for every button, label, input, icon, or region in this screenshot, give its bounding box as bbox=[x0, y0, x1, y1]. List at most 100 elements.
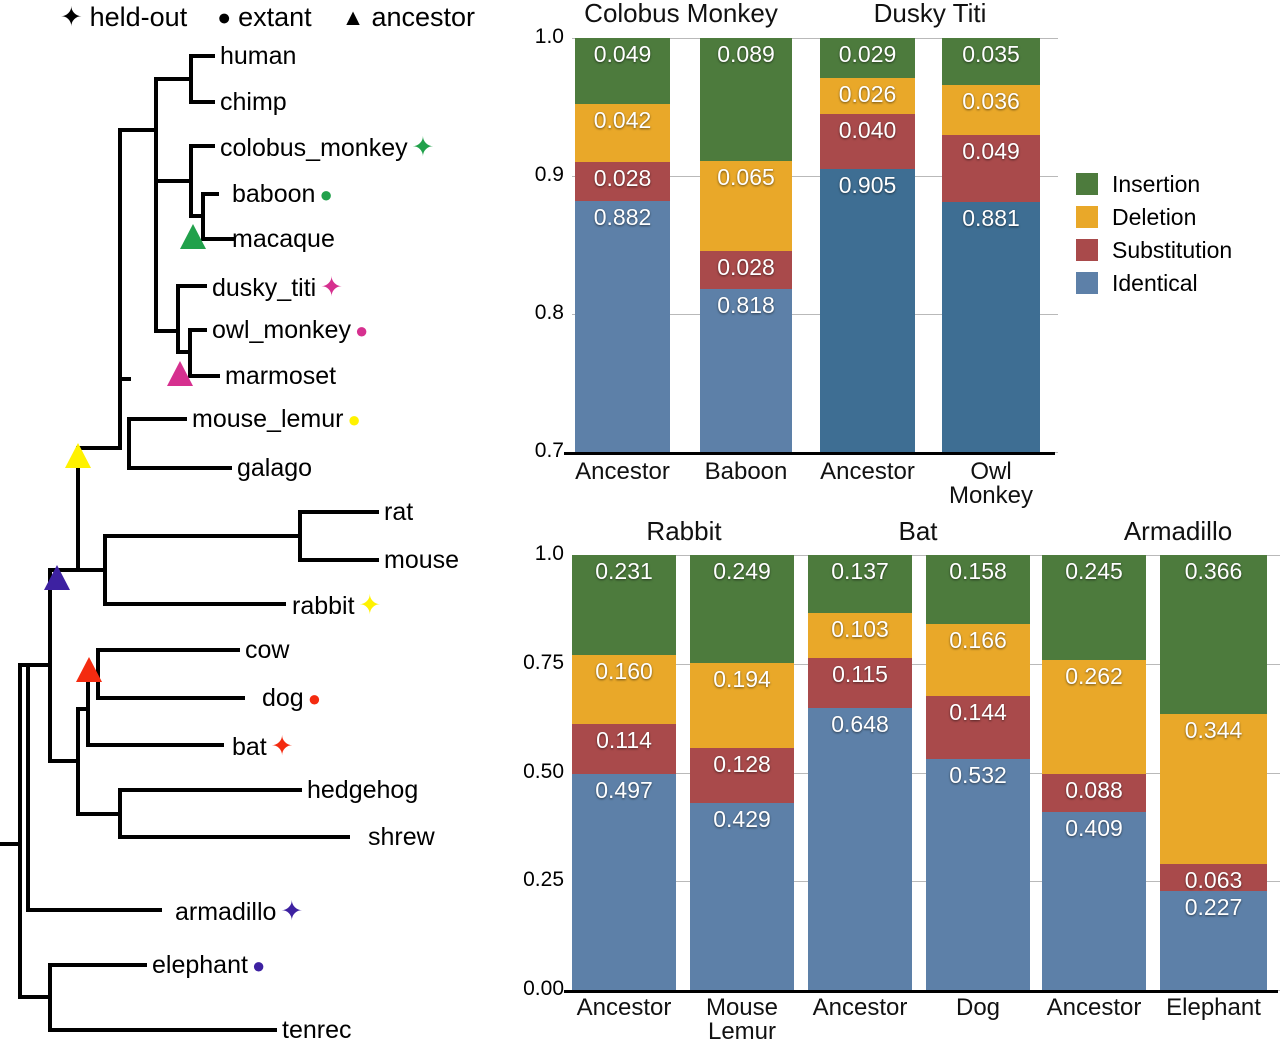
bar-segment-value: 0.158 bbox=[949, 558, 1007, 584]
bar-segment-value: 0.103 bbox=[831, 616, 889, 643]
extant-circle-icon: ● bbox=[354, 318, 369, 343]
tree-tip-label: marmoset bbox=[225, 362, 337, 390]
legend-label: Insertion bbox=[1112, 170, 1201, 197]
tree-tip-label: mouse bbox=[384, 546, 460, 574]
marker-legend-item-extant: ●extant bbox=[217, 2, 311, 33]
tree-tip-armadillo: armadillo✦ bbox=[175, 896, 303, 927]
bar-segment-insertion bbox=[1160, 555, 1267, 715]
bar-segment-substitution bbox=[572, 724, 676, 774]
tree-tip-label: galago bbox=[237, 454, 313, 482]
bar-segment-insertion bbox=[690, 555, 794, 664]
gridline bbox=[572, 314, 1058, 315]
tree-tip-label: hedgehog bbox=[307, 776, 419, 804]
bar-segment-substitution bbox=[700, 250, 792, 290]
bar-segment-deletion bbox=[575, 104, 670, 163]
bar-segment-identical bbox=[942, 202, 1040, 452]
bar-segment-insertion bbox=[700, 38, 792, 161]
bar-segment-value: 0.905 bbox=[838, 172, 897, 199]
tree-tip-chimp: chimp bbox=[220, 88, 287, 117]
held-out-star-icon: ✦ bbox=[411, 132, 435, 162]
bar-segment-identical bbox=[926, 758, 1030, 990]
extant-circle-icon: ● bbox=[251, 953, 266, 978]
tree-tip-label: dog bbox=[262, 684, 304, 712]
tree-tip-label: baboon bbox=[232, 180, 316, 208]
tree-tip-label: chimp bbox=[220, 88, 287, 116]
bar-segment-value: 0.063 bbox=[1184, 866, 1243, 893]
bar-segment-value: 0.049 bbox=[593, 41, 652, 67]
marker-legend-label: held-out bbox=[89, 1, 188, 32]
bar-segment-substitution bbox=[808, 658, 912, 709]
y-axis-tick-label: 0.25 bbox=[523, 868, 564, 892]
bar-segment-value: 0.035 bbox=[962, 41, 1020, 67]
x-axis-tick-label: Elephant bbox=[1166, 994, 1261, 1021]
bar-segment-value: 0.532 bbox=[949, 761, 1007, 788]
bar-segment-value: 0.029 bbox=[838, 41, 897, 67]
bar-segment-substitution bbox=[926, 695, 1030, 759]
tree-tip-label: colobus_monkey bbox=[220, 134, 408, 162]
x-axis-tick-label: Mouse Lemur bbox=[705, 994, 779, 1046]
ancestor-marker-bat bbox=[76, 657, 102, 682]
bar-segment-deletion bbox=[1042, 659, 1146, 774]
bar-segment-value: 0.065 bbox=[717, 163, 775, 190]
tree-tip-label: dusky_titi bbox=[212, 274, 317, 302]
bar-segment-insertion bbox=[1042, 555, 1146, 660]
x-axis-tick-label: Baboon bbox=[704, 458, 788, 485]
y-axis-tick-label: 1.0 bbox=[534, 25, 564, 48]
legend-color-swatch bbox=[1076, 206, 1098, 228]
panel-title: Armadillo bbox=[1123, 516, 1233, 546]
bar-segment-insertion bbox=[808, 555, 912, 614]
bar-segment-value: 0.160 bbox=[595, 657, 653, 684]
tree-tip-label: cow bbox=[245, 636, 290, 664]
legend-label: Identical bbox=[1112, 269, 1198, 296]
bar-segment-insertion bbox=[926, 555, 1030, 624]
panel-title: Colobus Monkey bbox=[584, 0, 778, 28]
extant-circle-icon: ● bbox=[307, 686, 322, 711]
four-point-star-icon: ✦ bbox=[60, 1, 83, 32]
tree-tip-mouse: mouse bbox=[384, 546, 459, 575]
filled-triangle-icon: ▲ bbox=[341, 3, 365, 30]
tree-tip-cow: cow bbox=[245, 636, 289, 665]
held-out-star-icon: ✦ bbox=[320, 272, 343, 302]
bar-segment-deletion bbox=[808, 613, 912, 659]
bar-segment-value: 0.088 bbox=[1065, 776, 1123, 803]
bar-segment-substitution bbox=[690, 747, 794, 804]
bar-segment-value: 0.114 bbox=[596, 727, 652, 754]
bar-segment-value: 0.089 bbox=[717, 41, 775, 67]
tree-tip-dusky-titi: dusky_titi✦ bbox=[212, 272, 343, 303]
tree-tip-label: tenrec bbox=[282, 1016, 352, 1044]
tree-branches bbox=[0, 54, 379, 1032]
tree-tip-label: mouse_lemur bbox=[192, 405, 344, 433]
bar-segment-identical bbox=[1160, 891, 1267, 990]
bar-segment-value: 0.429 bbox=[713, 806, 771, 833]
extant-circle-icon: ● bbox=[347, 407, 361, 432]
panel-title: Bat bbox=[898, 516, 938, 546]
x-axis-tick-label: Ancestor bbox=[812, 994, 908, 1021]
bar-segment-value: 0.344 bbox=[1184, 717, 1243, 744]
tree-tip-dog: dog● bbox=[262, 684, 321, 713]
bar-segment-value: 0.166 bbox=[949, 626, 1007, 653]
legend-color-swatch bbox=[1076, 173, 1098, 195]
bar-segment-value: 0.881 bbox=[962, 205, 1020, 232]
ancestor-marker-mouse-lemur bbox=[65, 443, 91, 468]
bar-segment-substitution bbox=[1160, 863, 1267, 892]
bar-segment-value: 0.137 bbox=[831, 558, 889, 584]
bar-segment-insertion bbox=[575, 38, 670, 105]
bar-segment-deletion bbox=[1160, 714, 1267, 864]
bar-segment-value: 0.028 bbox=[593, 165, 652, 192]
bar-segment-deletion bbox=[926, 623, 1030, 696]
tree-tip-galago: galago bbox=[237, 454, 312, 483]
held-out-star-icon: ✦ bbox=[358, 590, 382, 620]
tree-tip-macaque: macaque bbox=[232, 225, 335, 254]
tree-tip-label: shrew bbox=[368, 823, 435, 851]
bar-segment-value: 0.648 bbox=[831, 711, 889, 738]
marker-legend-item-held-out: ✦held-out bbox=[60, 2, 187, 33]
x-axis-tick-label: Ancestor bbox=[576, 994, 672, 1021]
tree-tip-label: elephant bbox=[152, 951, 248, 979]
tree-tip-label: armadillo bbox=[175, 898, 277, 926]
x-axis-tick-label: Owl Monkey bbox=[948, 458, 1034, 510]
